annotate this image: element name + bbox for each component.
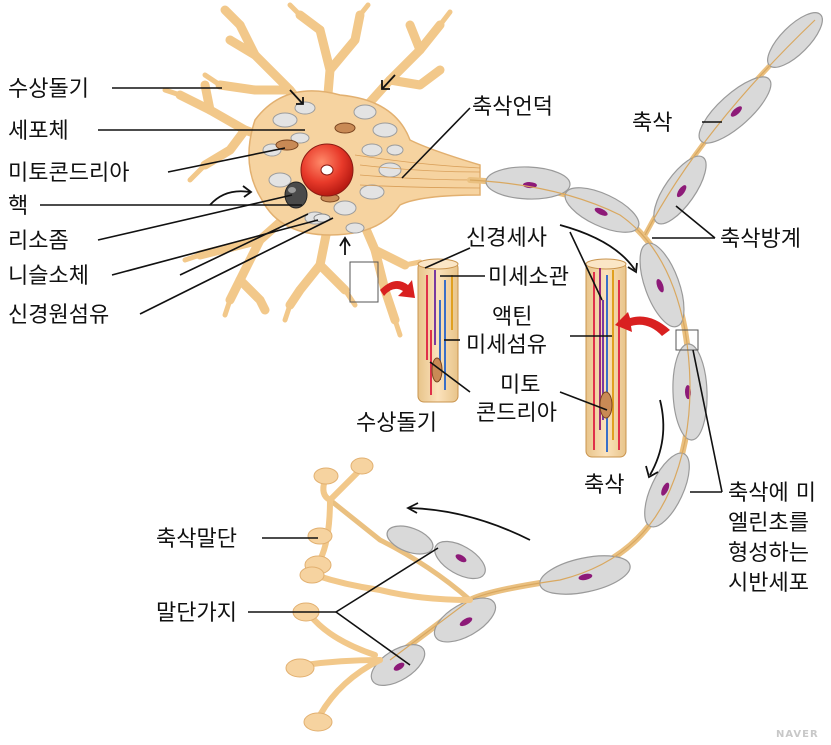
dendrite-inset-box (349, 261, 379, 303)
mitochondria-shapes (275, 122, 356, 203)
label-mitochondria: 미토콘드리아 (8, 161, 129, 186)
label-schwann-2: 엘린초를 (728, 511, 809, 536)
label-mito-1: 미토 (500, 373, 540, 398)
label-actin-1: 액틴 (492, 305, 532, 330)
labels: 수상돌기 세포체 미토콘드리아 핵 리소좀 니슬소체 신경원섬유 축삭언덕 축삭… (8, 77, 816, 626)
label-schwann-4: 시반세포 (728, 571, 809, 596)
label-axon-top: 축삭 (632, 111, 672, 136)
label-dendrite: 수상돌기 (8, 77, 89, 102)
label-nucleus: 핵 (8, 194, 28, 219)
axon-core (389, 19, 816, 661)
label-cell-body: 세포체 (8, 119, 69, 144)
axon-cylinder (585, 258, 627, 458)
label-mito-2: 콘드리아 (476, 401, 557, 426)
myelin-sheaths (370, 12, 823, 686)
label-microtubule: 미세소관 (488, 265, 569, 290)
label-dendrite-inset: 수상돌기 (356, 411, 437, 436)
terminal-branches (285, 457, 473, 732)
black-arrows (209, 74, 665, 541)
lysosome-shape (284, 181, 308, 209)
label-axon-inset: 축삭 (584, 473, 624, 498)
watermark: NAVER (776, 729, 819, 740)
label-axon-terminal: 축삭말단 (156, 527, 237, 552)
label-neurofilament: 신경세사 (466, 226, 547, 251)
label-nissl-body: 니슬소체 (8, 264, 89, 289)
label-axon-collateral: 축삭방계 (720, 227, 801, 252)
label-ribosome: 리소좀 (8, 229, 69, 254)
label-schwann-3: 형성하는 (728, 541, 809, 566)
dendrite-cylinder (417, 258, 459, 403)
label-terminal-branch: 말단가지 (156, 601, 237, 626)
cell-body (248, 90, 481, 236)
leader-lines (40, 87, 723, 666)
red-arrows (380, 280, 670, 336)
label-axon-hillock: 축삭언덕 (472, 95, 553, 120)
label-actin-2: 미세섬유 (466, 333, 547, 358)
axon-inset-box (675, 329, 699, 351)
label-neurofibril: 신경원섬유 (8, 303, 109, 328)
label-schwann-1: 축삭에 미 (728, 481, 816, 506)
